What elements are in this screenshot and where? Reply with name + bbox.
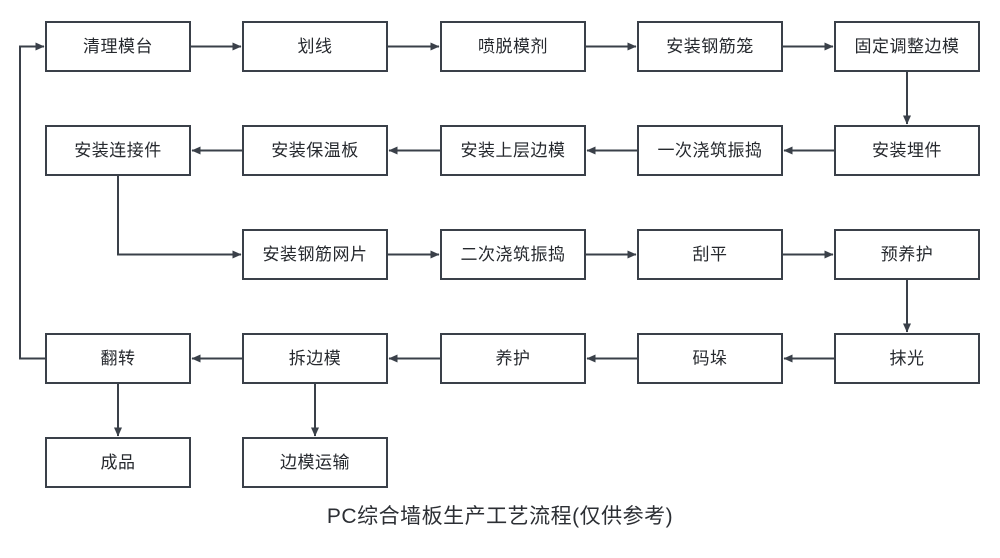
process-node-label: 预养护	[880, 245, 934, 264]
process-node-n6[interactable]: 安装埋件	[834, 125, 980, 176]
process-node-label: 拆边模	[288, 349, 342, 368]
process-node-label: 划线	[297, 37, 333, 56]
process-node-n13[interactable]: 刮平	[637, 229, 783, 280]
process-node-label: 安装保温板	[271, 141, 359, 160]
process-node-label: 安装上层边模	[460, 141, 566, 160]
process-node-label: 二次浇筑振捣	[460, 245, 566, 264]
edge-n10-to-n11	[117, 176, 242, 259]
process-node-label: 边模运输	[280, 453, 350, 472]
process-node-n8[interactable]: 安装上层边模	[440, 125, 586, 176]
process-node-n10[interactable]: 安装连接件	[45, 125, 191, 176]
process-node-n21[interactable]: 边模运输	[242, 437, 388, 488]
process-node-label: 刮平	[692, 245, 728, 264]
process-node-label: 抹光	[889, 349, 925, 368]
process-node-n7[interactable]: 一次浇筑振捣	[637, 125, 783, 176]
process-node-n9[interactable]: 安装保温板	[242, 125, 388, 176]
process-node-label: 养护	[495, 349, 531, 368]
process-node-n20[interactable]: 成品	[45, 437, 191, 488]
process-node-label: 安装钢筋笼	[666, 37, 754, 56]
process-node-label: 喷脱模剂	[478, 37, 548, 56]
process-node-n5[interactable]: 固定调整边模	[834, 21, 980, 72]
process-node-n17[interactable]: 养护	[440, 333, 586, 384]
process-node-n18[interactable]: 拆边模	[242, 333, 388, 384]
process-node-label: 固定调整边模	[854, 37, 960, 56]
process-node-label: 清理模台	[83, 37, 153, 56]
process-node-n12[interactable]: 二次浇筑振捣	[440, 229, 586, 280]
diagram-caption: PC综合墙板生产工艺流程(仅供参考)	[326, 505, 674, 528]
process-node-label: 翻转	[100, 349, 136, 368]
process-node-n16[interactable]: 码垛	[637, 333, 783, 384]
process-node-n3[interactable]: 喷脱模剂	[440, 21, 586, 72]
process-node-label: 安装埋件	[872, 141, 942, 160]
edge-n19-to-n1	[19, 42, 45, 360]
process-node-n2[interactable]: 划线	[242, 21, 388, 72]
process-node-n19[interactable]: 翻转	[45, 333, 191, 384]
process-node-n4[interactable]: 安装钢筋笼	[637, 21, 783, 72]
process-node-label: 安装钢筋网片	[262, 245, 368, 264]
process-node-label: 成品	[100, 453, 136, 472]
process-node-n15[interactable]: 抹光	[834, 333, 980, 384]
process-node-label: 一次浇筑振捣	[657, 141, 763, 160]
process-node-n11[interactable]: 安装钢筋网片	[242, 229, 388, 280]
process-node-label: 安装连接件	[74, 141, 162, 160]
process-node-label: 码垛	[692, 349, 728, 368]
process-node-n14[interactable]: 预养护	[834, 229, 980, 280]
process-node-n1[interactable]: 清理模台	[45, 21, 191, 72]
